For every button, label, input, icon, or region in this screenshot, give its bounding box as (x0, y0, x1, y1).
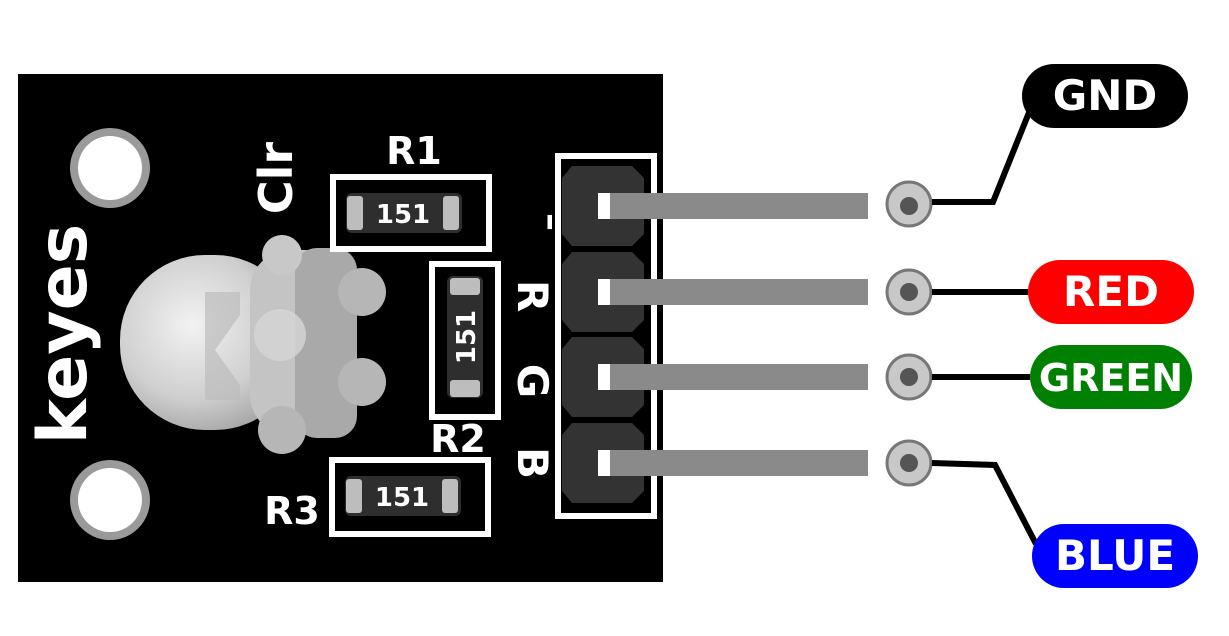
resistor-r2: 151 R2 (429, 261, 501, 461)
resistor-r1-value: 151 (376, 200, 430, 230)
pin-label-text-green: GREEN (1039, 356, 1183, 400)
resistor-r3: R3 151 (264, 457, 491, 537)
resistor-r2-value: 151 (452, 310, 482, 364)
lead-blue (598, 450, 868, 476)
pin-label-text-blue: BLUE (1055, 531, 1175, 580)
lead-gnd (598, 193, 868, 219)
rgb-led (120, 235, 386, 454)
lead-tip-gnd (598, 193, 610, 219)
pin-label-gnd: GND (1022, 64, 1188, 128)
resistor-r2-label: R2 (430, 417, 486, 461)
lead-tip-blue (598, 450, 610, 476)
connector-dot-green (900, 368, 918, 386)
pin-label-red: RED (1028, 260, 1194, 324)
lead-green (598, 364, 868, 390)
pin-mark-g: G (508, 364, 557, 398)
lead-tip-red (598, 279, 610, 305)
resistor-r1-label: R1 (386, 129, 442, 173)
connector-dot-red (900, 283, 918, 301)
pin-red: RED (562, 252, 1194, 332)
pin-mark-gnd: – (531, 213, 572, 231)
lead-tip-green (598, 364, 610, 390)
brand-label: keyes (24, 224, 103, 444)
pin-green: GREEN (562, 337, 1192, 417)
pin-blue: BLUE (562, 423, 1198, 588)
resistor-r1: R1 151 (330, 129, 492, 252)
pin-label-text-red: RED (1063, 267, 1159, 316)
wire-blue (931, 460, 1039, 546)
mounting-hole-bottom (70, 460, 150, 540)
pin-gnd: GND (562, 64, 1188, 246)
pin-mark-r: R (508, 280, 557, 312)
resistor-r3-value: 151 (375, 483, 429, 513)
pin-header-outline (555, 153, 657, 519)
wire-gnd (932, 108, 1033, 205)
resistor-r3-label: R3 (264, 489, 320, 533)
pin-label-blue: BLUE (1032, 524, 1198, 588)
connector-dot-gnd (900, 197, 918, 215)
connector-dot-blue (900, 454, 918, 472)
part-label: Clr (249, 142, 303, 215)
lead-red (598, 279, 868, 305)
pin-label-text-gnd: GND (1053, 71, 1158, 120)
pin-mark-b: B (508, 447, 557, 479)
pin-label-green: GREEN (1030, 345, 1192, 409)
mounting-hole-top (70, 128, 150, 208)
